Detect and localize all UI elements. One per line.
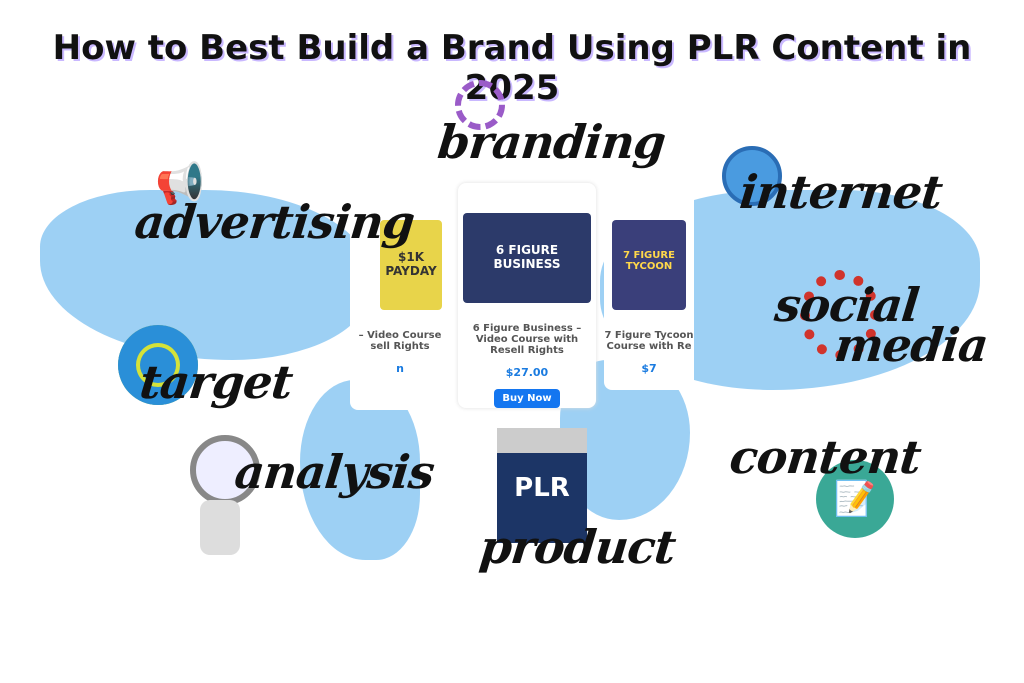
product-card-right[interactable]: 7 FIGURE TYCOON 7 Figure Tycoon Course w… bbox=[604, 190, 694, 390]
product-price: $7 bbox=[641, 362, 657, 375]
word-internet: internet bbox=[737, 165, 945, 219]
target-icon bbox=[118, 325, 198, 405]
document-icon: 📝 bbox=[816, 460, 894, 538]
word-advertising: advertising bbox=[132, 195, 417, 249]
product-image: $1K PAYDAY bbox=[380, 220, 442, 310]
buy-now-button[interactable]: Buy Now bbox=[494, 389, 560, 408]
product-price: $27.00 bbox=[505, 366, 549, 379]
word-content: content bbox=[727, 430, 924, 484]
word-target: target bbox=[137, 355, 295, 409]
product-card-left[interactable]: $1K PAYDAY – Video Course sell Rights n bbox=[350, 190, 450, 410]
product-price: n bbox=[396, 362, 404, 375]
social-icons-ring bbox=[800, 270, 880, 360]
product-image: 7 FIGURE TYCOON bbox=[612, 220, 686, 310]
person-figure bbox=[200, 500, 240, 555]
word-media: media bbox=[832, 318, 991, 372]
product-name: 6 Figure Business – Video Course with Re… bbox=[472, 323, 582, 356]
product-image: 6 FIGURE BUSINESS bbox=[463, 213, 591, 303]
map-south-america bbox=[300, 380, 420, 560]
globe-icon bbox=[722, 146, 782, 206]
megaphone-icon: 📢 bbox=[155, 162, 205, 206]
word-analysis: analysis bbox=[232, 445, 437, 499]
page-title: How to Best Build a Brand Using PLR Cont… bbox=[52, 28, 972, 108]
word-product: product bbox=[477, 520, 678, 574]
product-card-center[interactable]: 6 FIGURE BUSINESS 6 Figure Business – Vi… bbox=[458, 183, 596, 408]
product-name: 7 Figure Tycoon Course with Re bbox=[604, 330, 694, 352]
flower-logo-icon bbox=[455, 80, 505, 130]
plr-box: PLR bbox=[497, 428, 587, 543]
word-branding: branding bbox=[435, 115, 668, 169]
product-name: – Video Course sell Rights bbox=[358, 330, 442, 352]
